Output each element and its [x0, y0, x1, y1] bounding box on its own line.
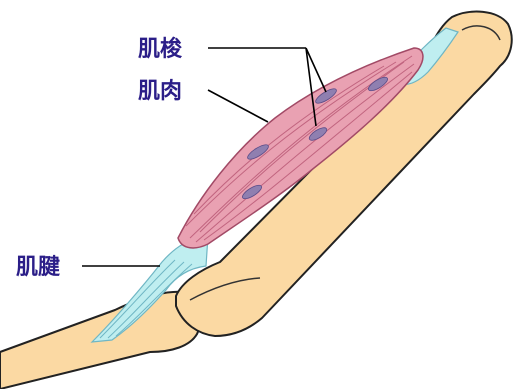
- label-muscle-spindle: 肌梭: [138, 36, 183, 62]
- label-muscle: 肌肉: [138, 79, 182, 104]
- label-tendon: 肌腱: [16, 255, 61, 280]
- leader-line-muscle: [208, 90, 268, 122]
